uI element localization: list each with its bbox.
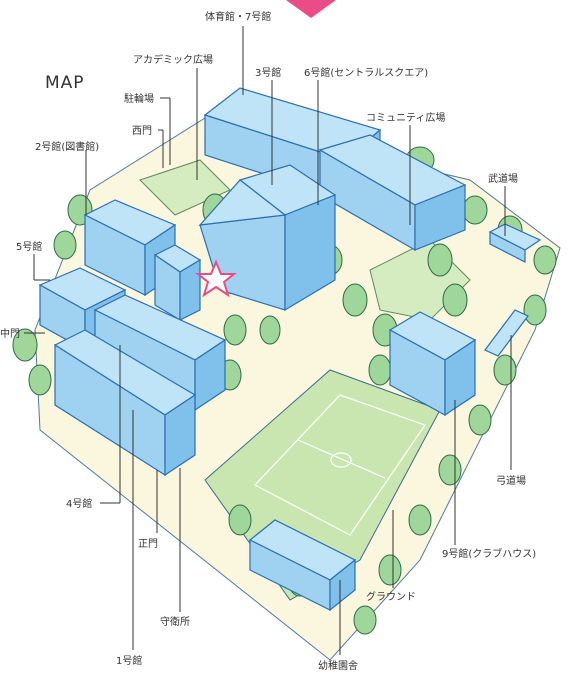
label-guard: 守衛所 bbox=[160, 615, 190, 628]
building-kyudo[interactable] bbox=[484, 309, 529, 357]
building-2-library[interactable] bbox=[83, 199, 202, 322]
label-ground: グラウンド bbox=[366, 590, 416, 603]
star-icon bbox=[195, 259, 237, 298]
label-west-gate: 西門 bbox=[132, 125, 152, 137]
leader-lines bbox=[24, 26, 512, 655]
label-bldg4: 4号館 bbox=[66, 497, 92, 510]
label-bldg5: 5号館 bbox=[16, 240, 42, 253]
label-community-plaza: コミュニティ広場 bbox=[366, 111, 445, 124]
label-bldg3: 3号館 bbox=[255, 66, 281, 79]
label-kyudo: 弓道場 bbox=[496, 474, 526, 487]
label-kindergarten: 幼稚園舎 bbox=[318, 659, 358, 672]
building-kindergarten[interactable] bbox=[248, 519, 357, 612]
label-bldg6: 6号館(セントラルスクエア) bbox=[304, 66, 428, 79]
label-main-gate: 正門 bbox=[138, 538, 158, 550]
label-bldg2: 2号館(図書館) bbox=[35, 140, 99, 153]
label-academic-plaza: アカデミック広場 bbox=[133, 53, 213, 66]
building-9-clubhouse[interactable] bbox=[388, 311, 477, 417]
label-bldg9: 9号館(クラブハウス) bbox=[442, 547, 536, 560]
pointer-arrow bbox=[286, 0, 336, 18]
label-budo: 武道場 bbox=[488, 172, 518, 185]
pitch bbox=[254, 394, 426, 536]
map-title: MAP bbox=[45, 73, 85, 93]
grass-west bbox=[139, 159, 231, 216]
label-gym: 体育館・7号館 bbox=[205, 10, 271, 23]
building-1[interactable] bbox=[53, 329, 197, 477]
pitch-halfway bbox=[297, 439, 386, 479]
pitch-circle bbox=[330, 452, 352, 468]
building-budo[interactable] bbox=[488, 223, 542, 263]
label-parking: 駐輪場 bbox=[124, 92, 154, 105]
building-6[interactable] bbox=[318, 134, 467, 252]
label-bldg1: 1号館 bbox=[116, 654, 142, 667]
label-middle-gate: 中門 bbox=[0, 327, 20, 340]
